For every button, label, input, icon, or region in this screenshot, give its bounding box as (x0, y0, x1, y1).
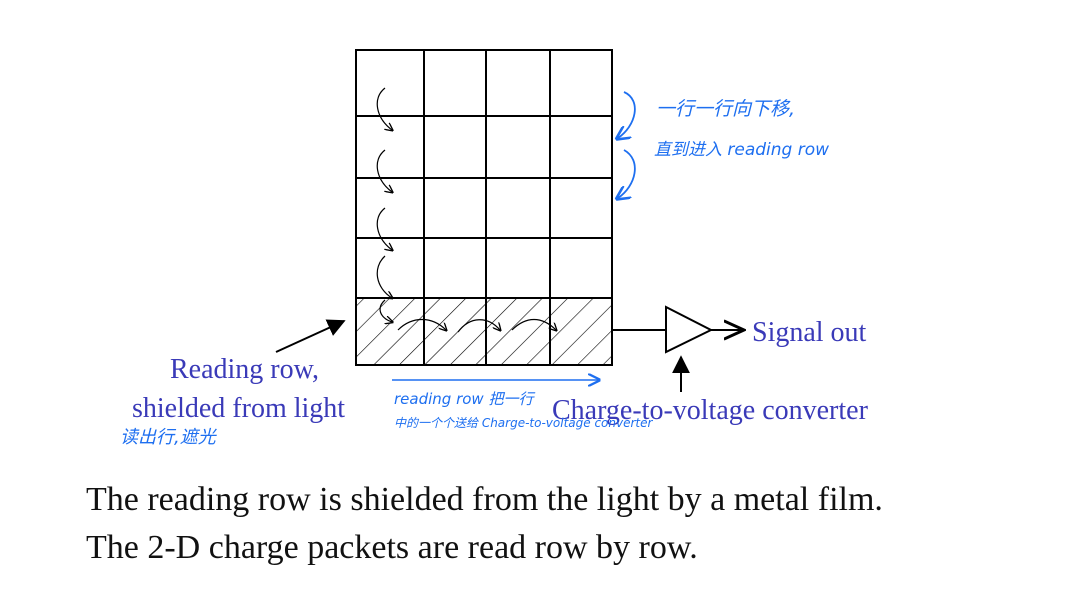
annotation-left: 读出行,遮光 (120, 427, 218, 448)
pixel-cell-r1-c3 (549, 115, 613, 179)
shielded-reading-row (356, 298, 612, 365)
reading-row-label-line2: shielded from light (132, 393, 345, 424)
pixel-cell-r3-c3 (549, 237, 613, 299)
annotation-bottom-line1: reading row 把一行 (394, 390, 535, 408)
pixel-cell-r1-c0 (355, 115, 425, 179)
converter-label: Charge-to-voltage converter (552, 395, 869, 426)
pixel-cell-r0-c2 (485, 49, 551, 117)
pixel-cell-r2-c2 (485, 177, 551, 239)
horizontal-transfer-arrows (397, 318, 556, 333)
annotation-brace-upper (618, 91, 636, 138)
pixel-cell-r2-c1 (423, 177, 487, 239)
annotation-top-line2: 直到进入 reading row (654, 140, 829, 160)
reading-row-label-line1: Reading row, (170, 354, 319, 385)
amplifier-triangle (665, 305, 714, 354)
pixel-cell-r3-c1 (423, 237, 487, 299)
annotation-brace-lower (618, 149, 636, 198)
annotation-bottom-line2: 中的一个个送给 Charge-to-voltage converter (394, 416, 653, 430)
pixel-cell-r0-c1 (423, 49, 487, 117)
pixel-cell-r2-c0 (355, 177, 425, 239)
annotation-top-line1: 一行一行向下移, (656, 98, 795, 120)
pixel-cell-r3-c2 (485, 237, 551, 299)
signal-out-label: Signal out (752, 317, 867, 348)
pixel-cell-r0-c3 (549, 49, 613, 117)
pixel-cell-r1-c2 (485, 115, 551, 179)
pixel-cell-r3-c0 (355, 237, 425, 299)
pixel-cell-r0-c0 (355, 49, 425, 117)
row-shift-arrows (376, 87, 392, 322)
pixel-cell-r2-c3 (549, 177, 613, 239)
caption-line2: The 2-D charge packets are read row by r… (86, 529, 698, 566)
caption-line1: The reading row is shielded from the lig… (86, 481, 883, 518)
pixel-cell-r1-c1 (423, 115, 487, 179)
reading-row-pointer-arrow (275, 319, 346, 353)
